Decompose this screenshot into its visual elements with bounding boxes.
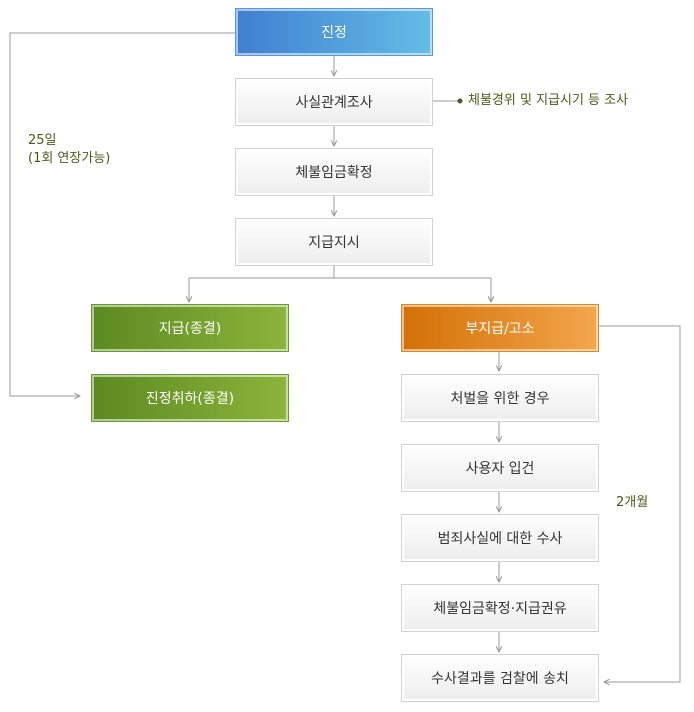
note-deadline: 25일 (1회 연장가능): [28, 132, 110, 168]
node-send-to-prosecution: 수사결과를 검찰에 송치: [401, 654, 599, 702]
node-payment-order: 지급지시: [235, 218, 433, 266]
node-wage-confirm-recommend: 체불임금확정·지급권유: [401, 584, 599, 632]
node-unpaid-wage-confirm: 체불임금확정: [235, 148, 433, 196]
note-investigation-scope: 체불경위 및 지급시기 등 조사: [468, 93, 629, 108]
node-crime-investigation: 범죄사실에 대한 수사: [401, 514, 599, 562]
arrow-two-month-loop: [598, 325, 681, 682]
node-withdrawn-closed: 진정취하(종결): [91, 374, 289, 422]
note-two-months: 2개월: [616, 495, 649, 510]
note-deadline-line2: (1회 연장가능): [28, 151, 111, 166]
note-deadline-line1: 25일: [28, 133, 57, 148]
node-employer-booked: 사용자 입건: [401, 444, 599, 492]
node-fact-investigation: 사실관계조사: [235, 78, 433, 126]
note-bullet: [457, 98, 463, 104]
node-punishment-wanted: 처벌을 위한 경우: [401, 374, 599, 422]
node-petition: 진정: [235, 8, 433, 56]
node-nonpayment-complaint: 부지급/고소: [401, 304, 599, 352]
arrow-withdrawal-loop: [9, 32, 235, 396]
node-paid-closed: 지급(종결): [91, 304, 289, 352]
